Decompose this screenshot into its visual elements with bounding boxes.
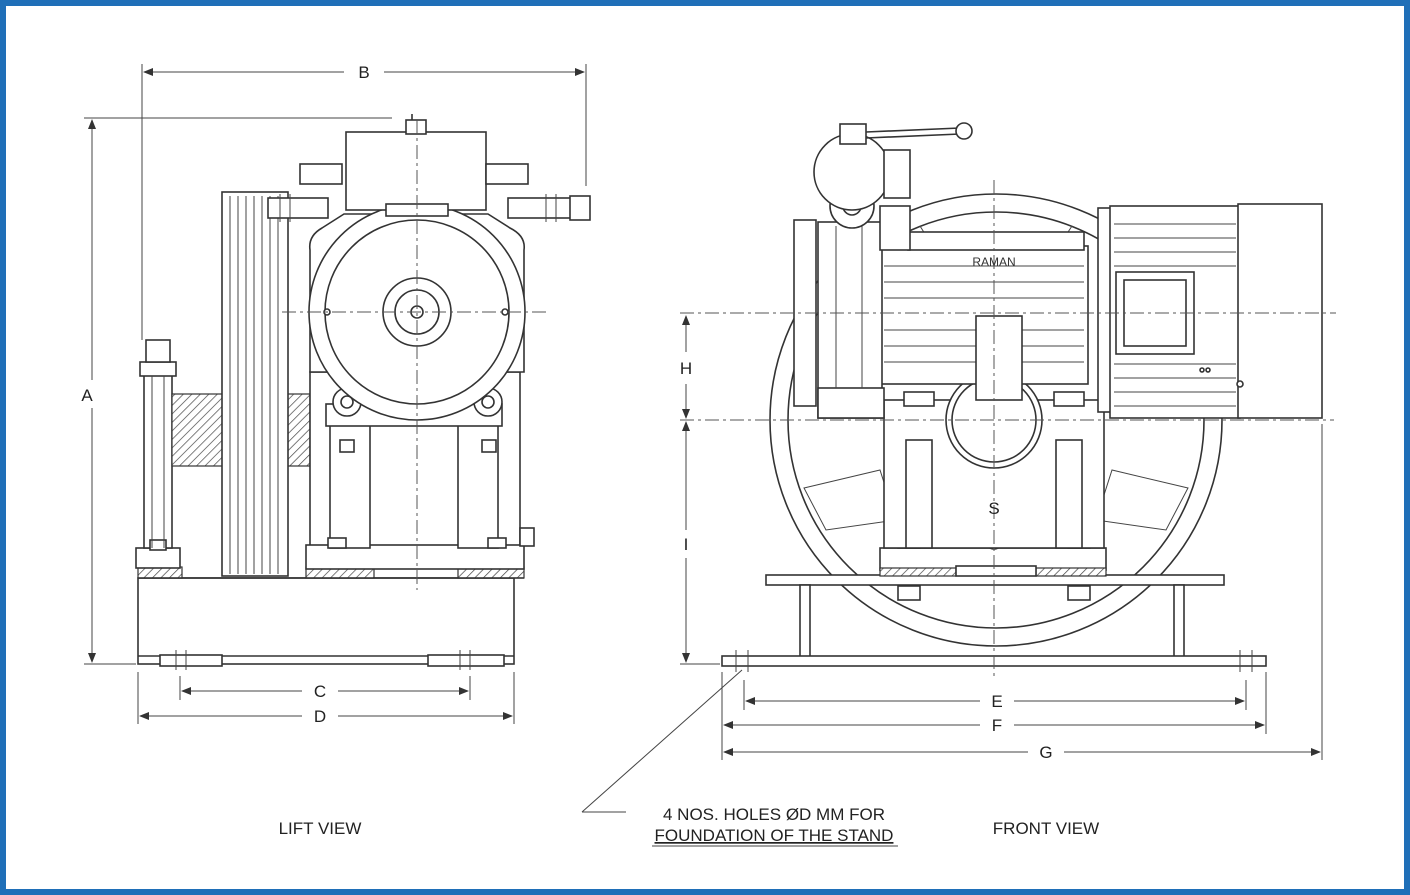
lift-view-label: LIFT VIEW: [279, 819, 362, 838]
dim-label-a: A: [81, 386, 93, 405]
front-view-drawing: [680, 122, 1336, 680]
dim-label-c: C: [314, 682, 326, 701]
lift-view-dimensions: [84, 64, 587, 724]
dim-label-s: S: [988, 499, 999, 518]
holes-note-line2: FOUNDATION OF THE STAND: [655, 826, 894, 845]
front-view-dimensions: [581, 315, 1323, 813]
dim-label-b: B: [358, 63, 369, 82]
dim-label-g: G: [1039, 743, 1052, 762]
dim-label-i: I: [684, 535, 689, 554]
brand-label: RAMAN: [972, 255, 1015, 269]
dim-label-h: H: [680, 359, 692, 378]
dim-label-d: D: [314, 707, 326, 726]
holes-note-line1: 4 NOS. HOLES ØD MM FOR: [663, 805, 885, 824]
front-view-label: FRONT VIEW: [993, 819, 1099, 838]
dim-label-f: F: [992, 716, 1002, 735]
dim-label-e: E: [991, 692, 1002, 711]
lift-view-drawing: [135, 114, 591, 670]
